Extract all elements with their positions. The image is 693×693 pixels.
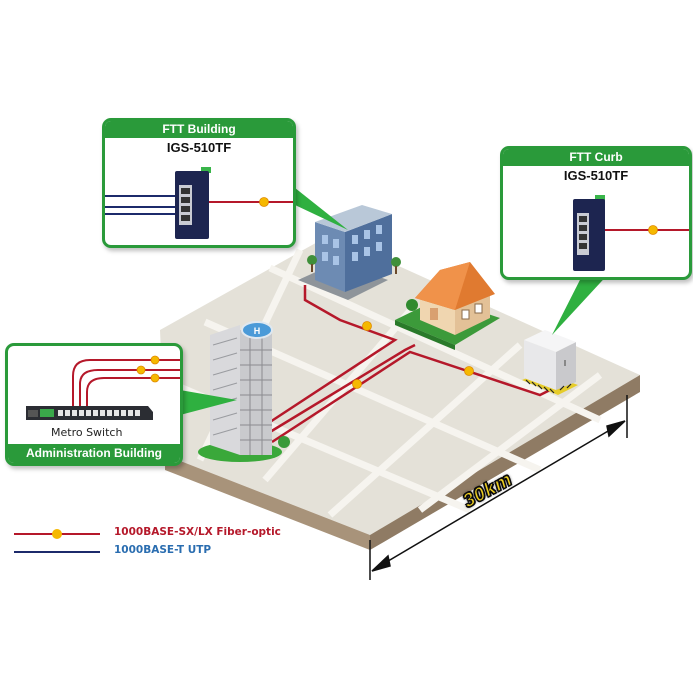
junction-icon xyxy=(52,529,62,539)
switch-illustration xyxy=(573,195,689,271)
device-model: IGS-510TF xyxy=(563,168,629,183)
legend: 1000BASE-SX/LX Fiber-optic 1000BASE-T UT… xyxy=(14,525,314,561)
junction-dot xyxy=(362,321,372,331)
legend-item-fiber: 1000BASE-SX/LX Fiber-optic xyxy=(14,525,314,543)
fiber-route-house xyxy=(269,343,416,434)
street-cabinet-icon xyxy=(522,330,578,395)
callout-ftt-building: FTT Building IGS-510TF xyxy=(102,118,296,248)
callout-title: FTT Curb xyxy=(503,149,689,166)
junction-dot xyxy=(352,379,362,389)
svg-text:H: H xyxy=(254,326,261,336)
platform-right-side xyxy=(370,375,640,550)
platform-front-side xyxy=(165,455,370,550)
map-junctions xyxy=(352,321,474,389)
device-model: IGS-510TF xyxy=(166,140,232,155)
callout-ftt-curb: FTT Curb IGS-510TF xyxy=(500,146,692,280)
utp-line-swatch xyxy=(14,551,100,553)
callout-pointer-admin xyxy=(180,390,237,415)
junction-dot xyxy=(464,366,474,376)
metro-switch-illustration xyxy=(26,355,180,420)
distance-dimension xyxy=(369,395,628,580)
device-caption: Metro Switch xyxy=(51,426,123,439)
fiber-route-office xyxy=(269,285,398,424)
callout-title: FTT Building xyxy=(105,121,293,138)
helipad-icon xyxy=(241,321,273,339)
callout-administration: Metro Switch Administration Building xyxy=(5,343,183,466)
callout-pointer-curb xyxy=(552,270,612,335)
switch-illustration xyxy=(105,167,293,239)
office-building-icon xyxy=(298,205,401,300)
legend-label: 1000BASE-SX/LX Fiber-optic xyxy=(114,526,281,538)
legend-label: 1000BASE-T UTP xyxy=(114,544,212,556)
callout-pointer-building xyxy=(285,180,348,230)
administration-tower-icon: H xyxy=(198,321,290,462)
callout-title: Administration Building xyxy=(8,444,180,463)
legend-item-utp: 1000BASE-T UTP xyxy=(14,543,314,561)
house-icon xyxy=(395,262,500,350)
